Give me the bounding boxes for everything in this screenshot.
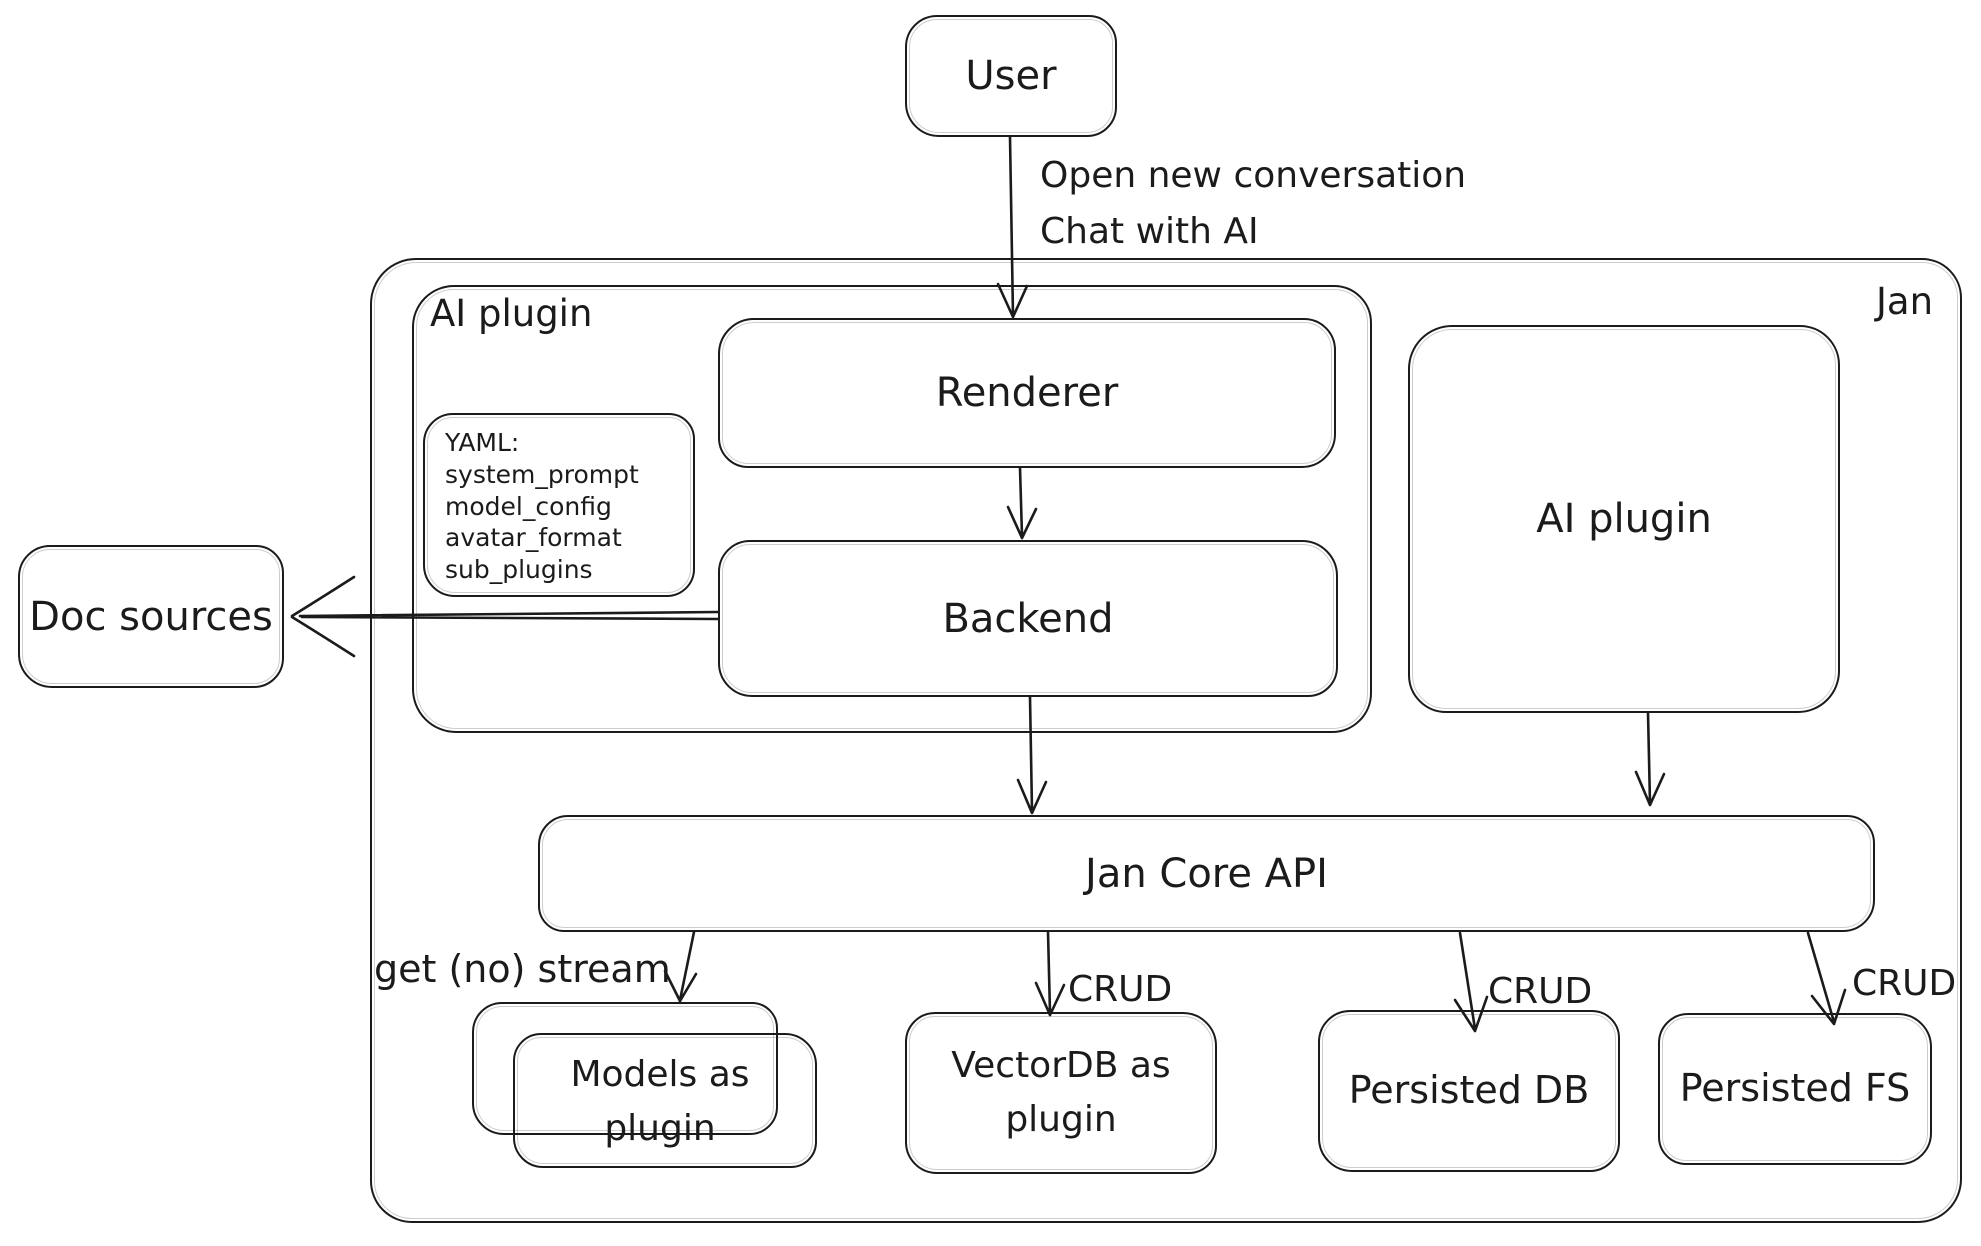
yaml-note: YAML: system_prompt model_config avatar_… [423,413,695,597]
persisted-fs-label: Persisted FS [1679,1066,1911,1111]
renderer-node: Renderer [718,318,1336,468]
user-node: User [905,15,1117,137]
user-node-label: User [965,53,1057,99]
jan-core-api-node: Jan Core API [538,815,1875,932]
user-arrow-label: Open new conversation Chat with AI [1040,155,1467,252]
get-no-stream-label: get (no) stream [374,947,671,991]
models-as-plugin-front-box [513,1033,817,1168]
crud-label-persisted-fs: CRUD [1852,963,1957,1004]
yaml-note-text: YAML: system_prompt model_config avatar_… [445,428,639,584]
models-as-plugin-back-box [472,1002,778,1135]
crud-label-persisted-db: CRUD [1488,971,1593,1012]
ai-plugin-container-label: AI plugin [430,292,593,335]
backend-node-label: Backend [942,595,1114,642]
models-as-plugin-label: Models as plugin [570,1054,750,1149]
persisted-fs-node: Persisted FS [1658,1013,1932,1165]
crud-label-vectordb: CRUD [1068,969,1173,1010]
ai-plugin-right-node: AI plugin [1408,325,1840,713]
persisted-db-label: Persisted DB [1348,1068,1590,1113]
doc-sources-node: Doc sources [18,545,284,688]
backend-node: Backend [718,540,1338,697]
vectordb-as-plugin-label: VectorDB as plugin [951,1045,1171,1140]
renderer-node-label: Renderer [935,370,1119,416]
vectordb-as-plugin-node: VectorDB as plugin [905,1012,1217,1174]
doc-sources-node-label: Doc sources [29,593,273,640]
jan-container-label: Jan [1876,280,1934,323]
ai-plugin-right-node-label: AI plugin [1536,496,1712,542]
jan-core-api-node-label: Jan Core API [1085,850,1328,897]
persisted-db-node: Persisted DB [1318,1010,1620,1172]
